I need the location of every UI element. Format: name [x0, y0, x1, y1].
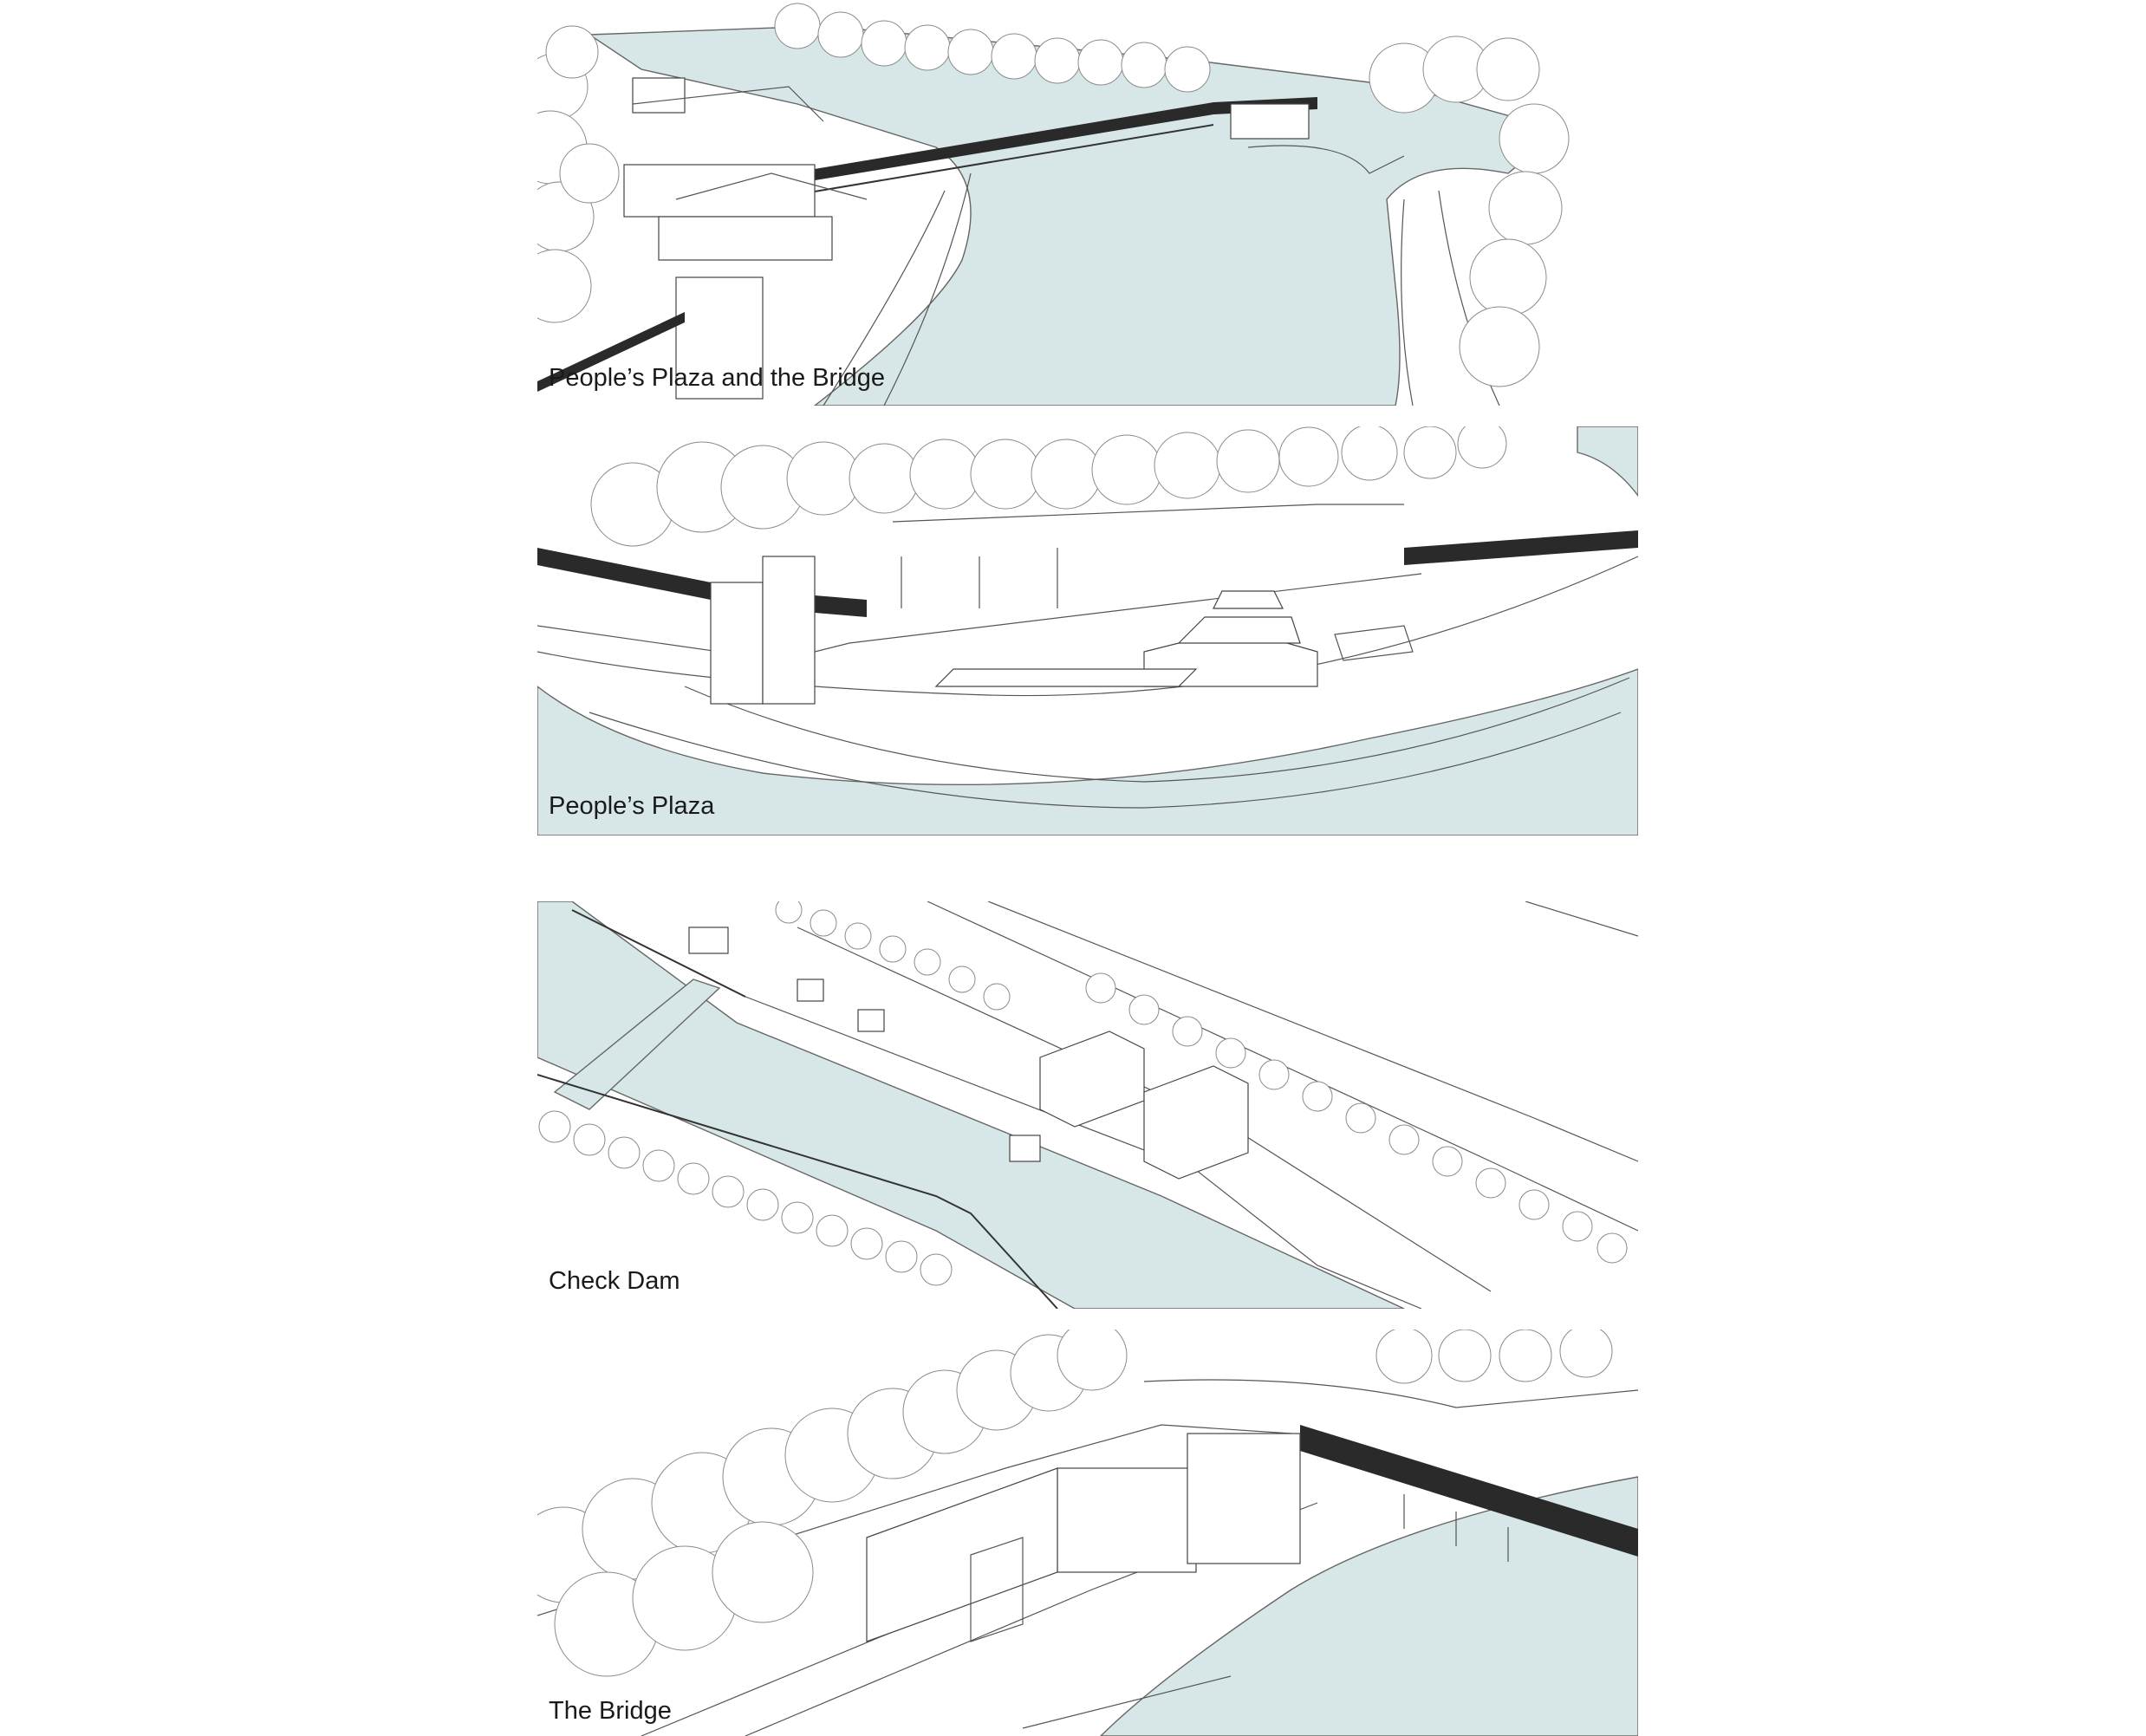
panel-check-dam: Check Dam [537, 901, 1638, 1309]
caption-bridge: The Bridge [549, 1697, 672, 1725]
dam-buildings [1009, 1031, 1249, 1180]
caption-plaza: People’s Plaza [549, 792, 715, 820]
dam-trees [538, 901, 1628, 1286]
check-dam-drawing [537, 901, 1638, 1309]
plaza-drawing [537, 426, 1638, 835]
panel-bridge: The Bridge [537, 1330, 1638, 1736]
panel-plaza-and-bridge: People’s Plaza and the Bridge [537, 0, 1638, 406]
steps [934, 590, 1414, 687]
trees-top [774, 3, 1211, 93]
plaza-trees [590, 426, 1507, 547]
bridge-trees [537, 1330, 1613, 1677]
plaza-and-bridge-drawing [537, 3, 1570, 406]
caption-plaza-and-bridge: People’s Plaza and the Bridge [549, 364, 886, 392]
caption-check-dam: Check Dam [549, 1267, 680, 1295]
trees-right [1369, 36, 1570, 387]
bridge-drawing [537, 1330, 1638, 1736]
panel-plaza: People’s Plaza [537, 426, 1638, 835]
trees-left [537, 25, 620, 323]
